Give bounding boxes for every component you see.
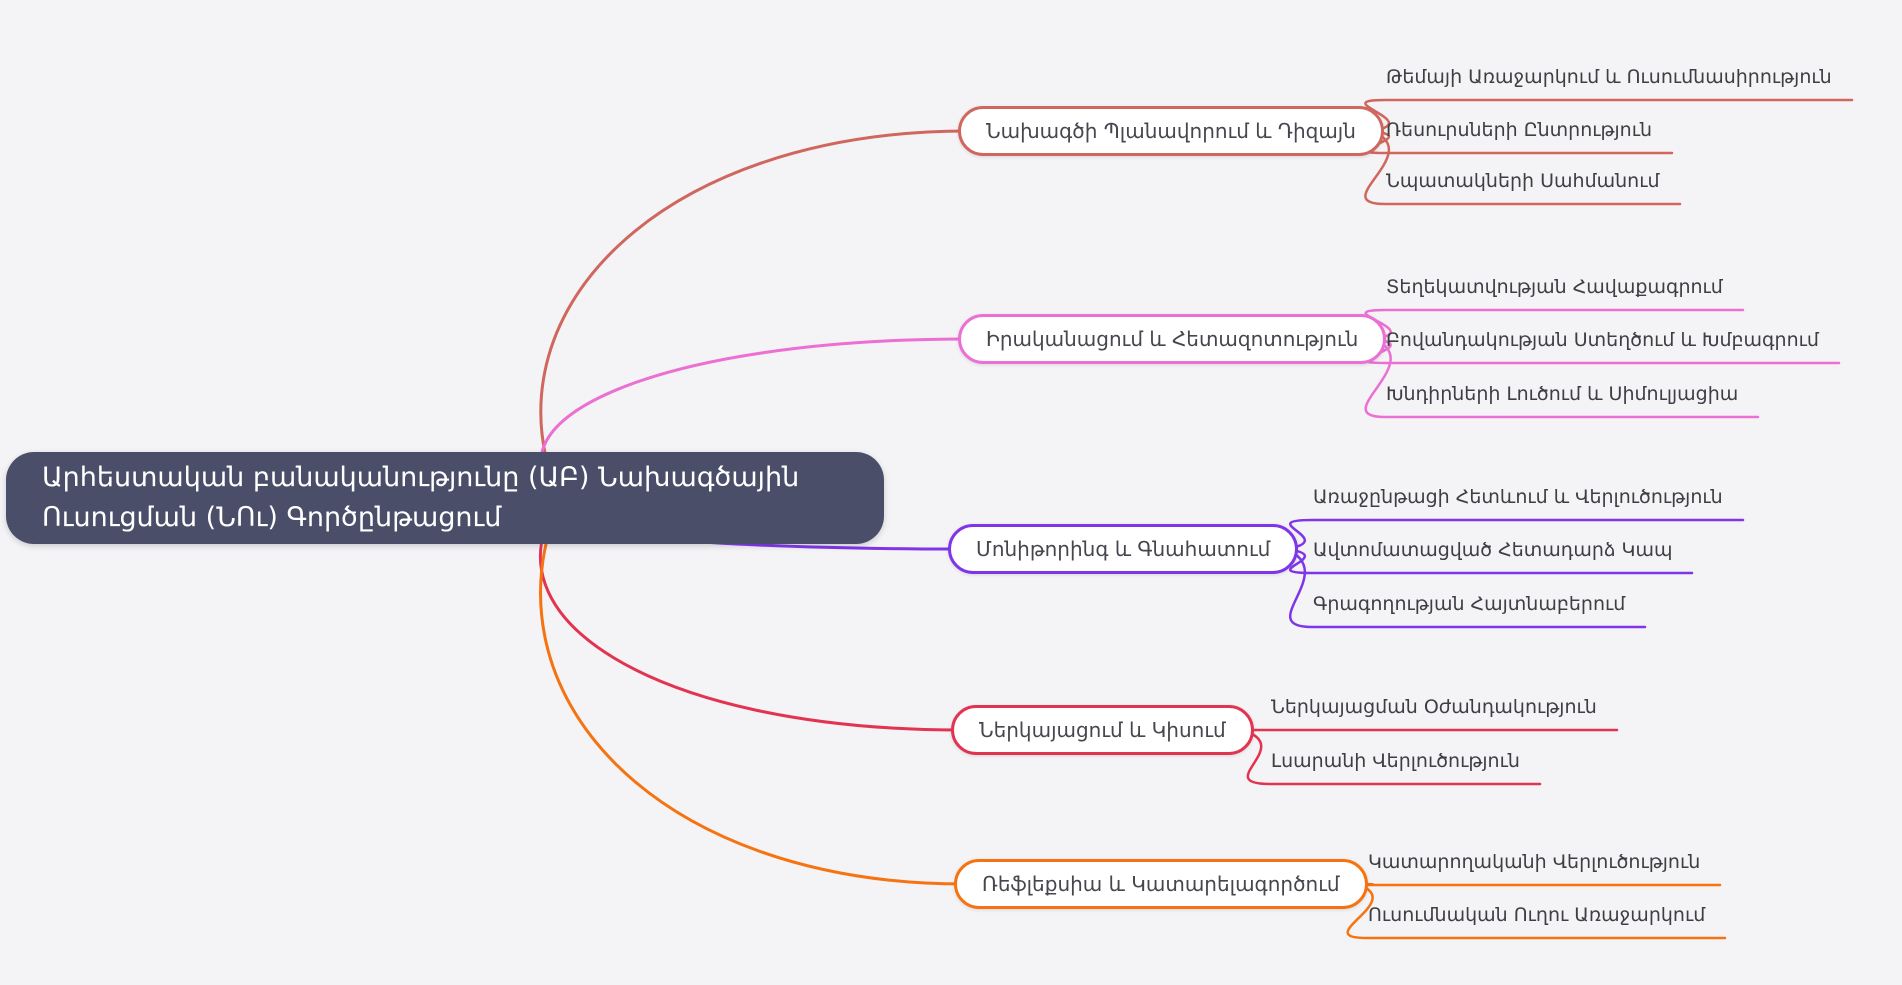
child-node[interactable]: Լսարանի Վերլուծություն — [1271, 750, 1520, 772]
connector-line — [1284, 518, 1745, 551]
branch-label: Իրականացում և Հետազոտություն — [986, 327, 1359, 351]
branch-node-3[interactable]: Մոնիթորինգ և Գնահատում — [948, 524, 1299, 574]
branch-node-2[interactable]: Իրականացում և Հետազոտություն — [958, 314, 1387, 364]
connector-line — [1346, 882, 1727, 940]
connector-line — [538, 498, 963, 732]
root-label: Արհեստական բանականությունը (ԱԲ) Նախագծայ… — [42, 462, 800, 533]
child-node[interactable]: Ուսումնական Ուղու Առաջարկում — [1368, 904, 1706, 926]
branch-label: Ռեֆլեքսիա և Կատարելագործում — [982, 872, 1340, 896]
root-node[interactable]: Արհեստական բանականությունը (ԱԲ) Նախագծայ… — [6, 452, 884, 544]
branch-node-4[interactable]: Ներկայացում և Կիսում — [951, 705, 1254, 755]
child-node[interactable]: Բովանդակության Ստեղծում և Խմբագրում — [1386, 329, 1819, 351]
child-node[interactable]: Խնդիրների Լուծում և Սիմուլյացիա — [1386, 383, 1739, 405]
branch-node-1[interactable]: Նախագծի Պլանավորում և Դիզայն — [958, 106, 1384, 156]
connector-line — [1284, 547, 1694, 575]
child-node[interactable]: Ներկայացման Օժանդակություն — [1271, 696, 1597, 718]
connector-line — [1364, 337, 1760, 419]
connector-line — [1284, 547, 1647, 629]
child-node[interactable]: Կատարողականի Վերլուծություն — [1368, 851, 1701, 873]
child-node[interactable]: Գրագողության Հայտնաբերում — [1313, 593, 1626, 615]
connector-line — [1364, 129, 1682, 206]
child-node[interactable]: Ռեսուրսների Ընտրություն — [1386, 119, 1653, 141]
branch-label: Մոնիթորինգ և Գնահատում — [976, 537, 1271, 561]
branch-label: Նախագծի Պլանավորում և Դիզայն — [986, 119, 1356, 143]
connector-line — [539, 498, 966, 886]
branch-label: Ներկայացում և Կիսում — [979, 718, 1226, 742]
branch-node-5[interactable]: Ռեֆլեքսիա և Կատարելագործում — [954, 859, 1368, 909]
connector-line — [539, 129, 970, 502]
child-node[interactable]: Ավտոմատացված Հետադարձ Կապ — [1313, 539, 1673, 561]
child-node[interactable]: Տեղեկատվության Հավաքագրում — [1386, 276, 1723, 298]
child-node[interactable]: Առաջընթացի Հետևում և Վերլուծություն — [1313, 486, 1723, 508]
child-node[interactable]: Թեմայի Առաջարկում և Ուսումնասիրություն — [1386, 66, 1832, 88]
child-node[interactable]: Նպատակների Սահմանում — [1386, 170, 1660, 192]
connector-line — [1240, 728, 1542, 786]
